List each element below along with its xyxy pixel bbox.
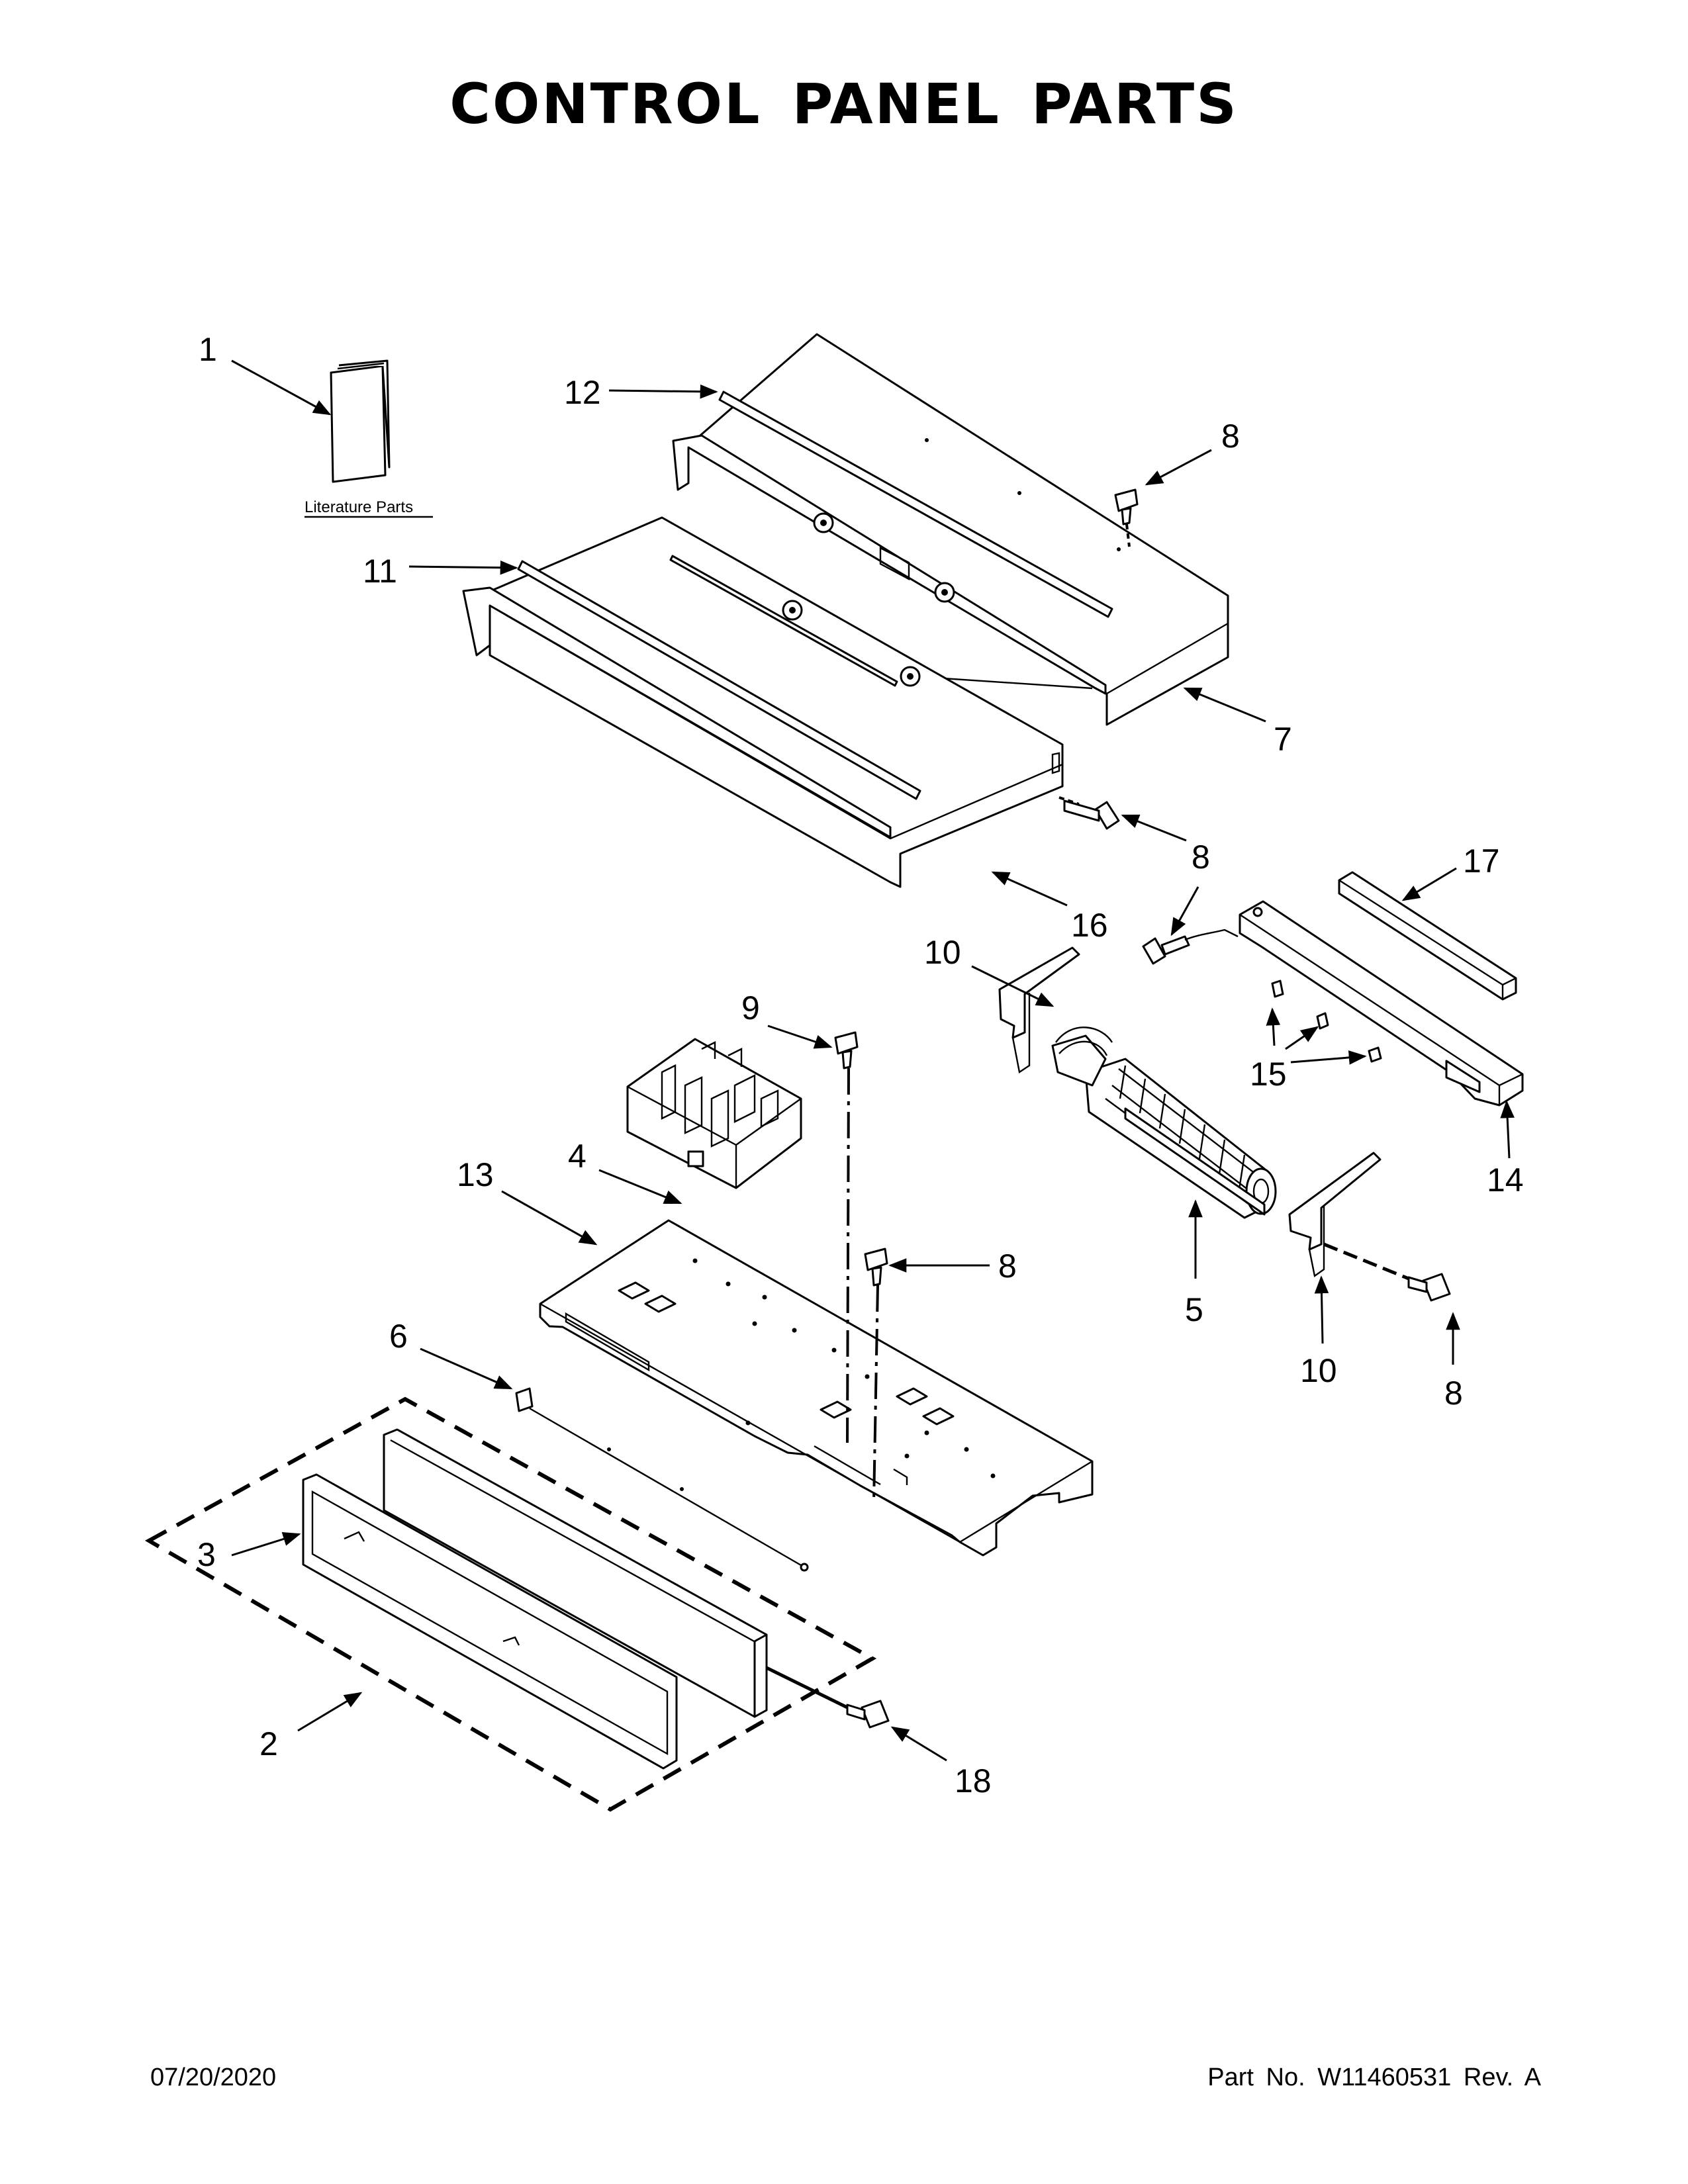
screw-left-of-bracket xyxy=(1142,929,1239,965)
callout-8-top: 8 xyxy=(1221,418,1240,455)
callout-3: 3 xyxy=(197,1536,216,1573)
assembly-outline xyxy=(144,1396,877,1812)
literature-parts-label: Literature Parts xyxy=(305,498,413,516)
leader-lines xyxy=(231,359,1515,1762)
hinge-bracket-lower xyxy=(1288,1152,1382,1278)
callout-10-lower: 10 xyxy=(1300,1352,1337,1389)
callout-14: 14 xyxy=(1487,1161,1524,1199)
callout-7: 7 xyxy=(1274,721,1292,758)
screw-9 xyxy=(834,1031,859,1443)
pins xyxy=(1271,979,1382,1063)
callout-13: 13 xyxy=(457,1156,494,1193)
screw-lower-right xyxy=(1323,1242,1451,1302)
screw-mid-right xyxy=(1058,796,1120,830)
top-panel-lower xyxy=(462,516,1064,888)
callout-8-lower-right: 8 xyxy=(1444,1375,1463,1412)
top-panel-upper xyxy=(672,333,1229,726)
insulation-strip xyxy=(1338,871,1517,1001)
screw-18 xyxy=(765,1666,890,1729)
callout-16: 16 xyxy=(1071,907,1108,944)
control-board xyxy=(626,1038,802,1189)
callout-9: 9 xyxy=(741,989,760,1026)
callout-12: 12 xyxy=(564,374,601,411)
callout-17: 17 xyxy=(1463,842,1500,880)
callout-8-center: 8 xyxy=(998,1248,1017,1285)
page-title: CONTROL PANEL PARTS xyxy=(449,71,1239,136)
callout-2: 2 xyxy=(259,1725,278,1762)
callout-4: 4 xyxy=(568,1138,586,1175)
screw-mid xyxy=(864,1248,888,1503)
footer-part-number: Part No. W11460531 Rev. A xyxy=(1207,2064,1541,2091)
callout-8-mid: 8 xyxy=(1192,839,1210,876)
callout-6: 6 xyxy=(389,1318,408,1355)
literature-booklet: Literature Parts xyxy=(305,359,433,518)
callout-numbers: 1 12 8 11 7 8 16 8 17 10 9 4 15 14 13 5 … xyxy=(197,331,1524,1799)
cooling-blower xyxy=(1051,1026,1277,1219)
callout-15: 15 xyxy=(1250,1056,1287,1093)
screw-top-right xyxy=(1114,488,1139,547)
wire-clip xyxy=(515,1387,809,1572)
callout-1: 1 xyxy=(199,331,217,368)
callout-10-upper: 10 xyxy=(924,934,961,971)
callout-18: 18 xyxy=(955,1762,992,1799)
control-panel-glass xyxy=(302,1428,768,1770)
mounting-bracket xyxy=(1239,900,1524,1107)
control-panel-base xyxy=(539,1219,1094,1557)
hinge-bracket-upper xyxy=(998,946,1080,1074)
footer-date: 07/20/2020 xyxy=(150,2064,277,2091)
callout-11: 11 xyxy=(363,553,397,590)
callout-5: 5 xyxy=(1185,1291,1203,1328)
